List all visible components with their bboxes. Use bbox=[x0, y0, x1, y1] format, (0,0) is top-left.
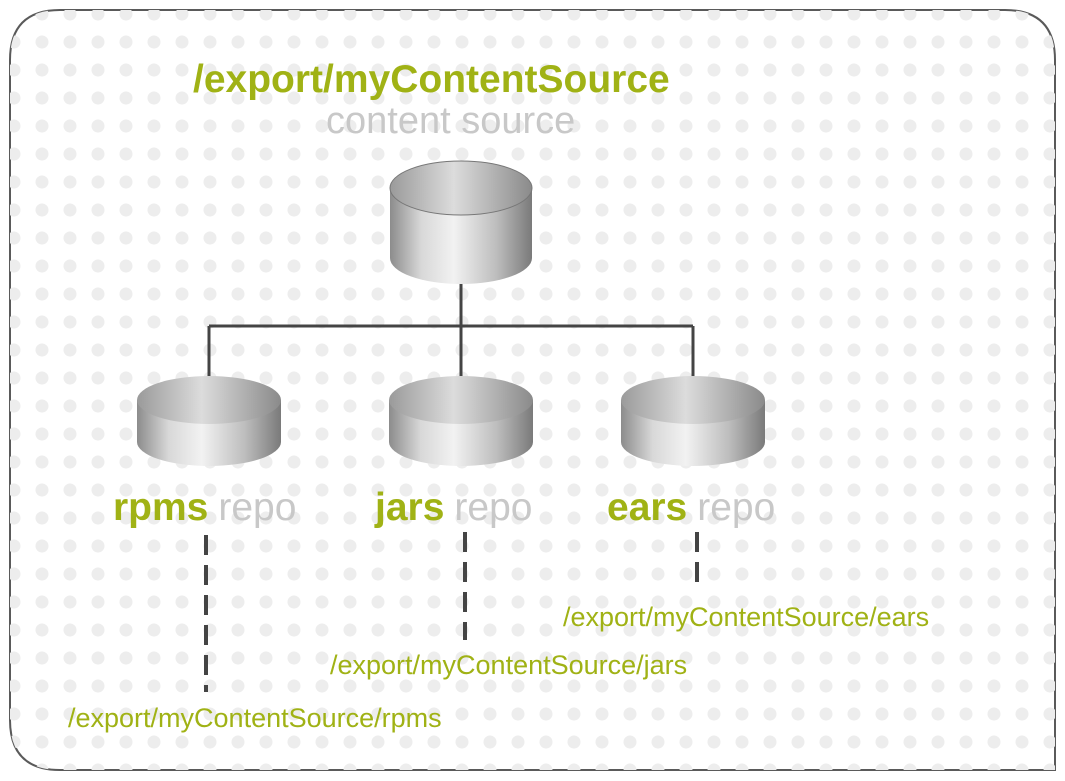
database-icon bbox=[621, 376, 765, 466]
repo-path-rpms: /export/myContentSource/rpms bbox=[68, 703, 442, 733]
repo-suffix: repo bbox=[454, 486, 532, 529]
diagram-frame bbox=[9, 9, 1056, 771]
source-caption-label: content source bbox=[326, 100, 575, 142]
repo-suffix: repo bbox=[697, 486, 775, 529]
path-leaders bbox=[204, 532, 699, 692]
repo-path-ears: /export/myContentSource/ears bbox=[563, 602, 929, 632]
repo-name: rpms bbox=[113, 486, 208, 529]
repo-name: jars bbox=[374, 486, 444, 529]
repo-name: ears bbox=[607, 486, 687, 529]
repo-path-jars: /export/myContentSource/jars bbox=[330, 650, 687, 680]
database-icon bbox=[137, 376, 281, 466]
repo-suffix: repo bbox=[218, 486, 296, 529]
database-icon bbox=[389, 376, 533, 466]
tree-connectors bbox=[207, 280, 695, 380]
database-icon bbox=[389, 160, 533, 284]
source-path-label: /export/myContentSource bbox=[193, 58, 670, 101]
